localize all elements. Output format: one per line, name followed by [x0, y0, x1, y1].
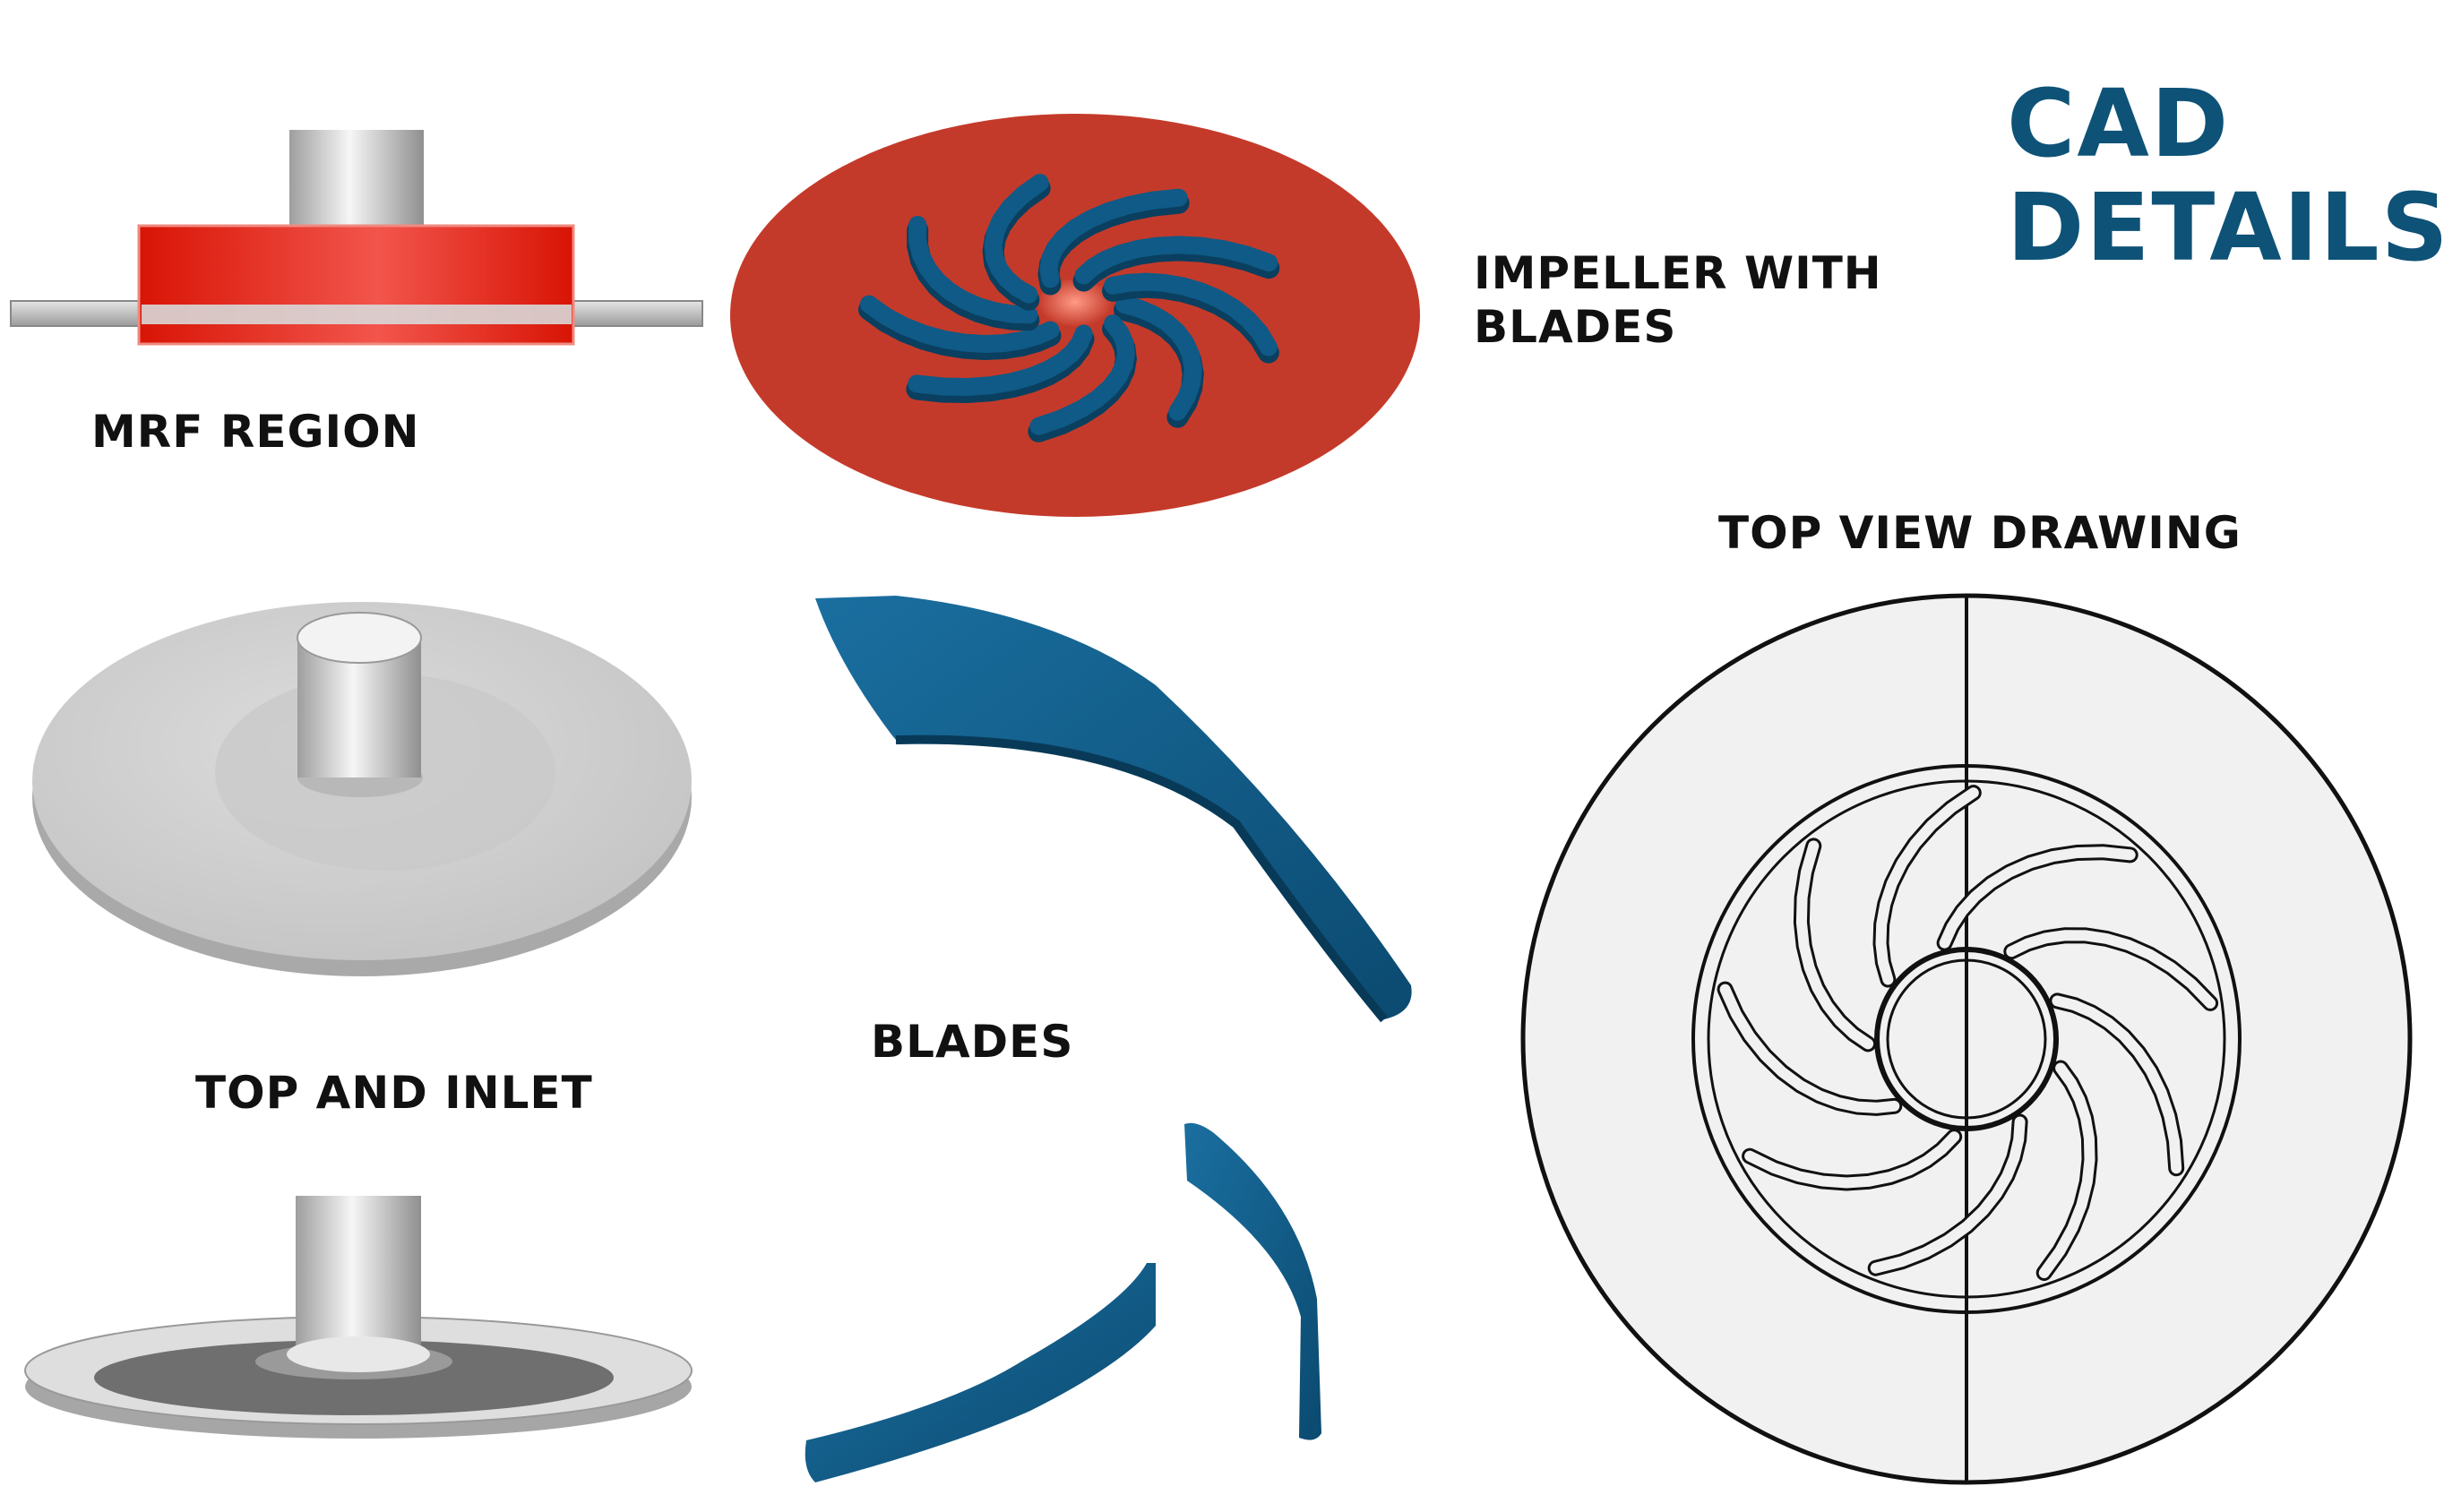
impeller-blade: [1039, 188, 1188, 288]
top-disc-model: [32, 602, 692, 976]
drawing-blade-fill: [1744, 1131, 1960, 1189]
page-title: CAD DETAILS: [2007, 72, 2444, 279]
mrf-shaft: [289, 130, 424, 230]
top-view-drawing: [1520, 593, 2413, 1485]
blade-large-edge: [895, 735, 1388, 1023]
mrf-inner-band: [142, 305, 572, 324]
drawing-blade-fill: [1719, 984, 1900, 1113]
label-top-and-inlet: TOP AND INLET: [195, 1067, 593, 1119]
blade-small-left: [805, 1263, 1156, 1482]
drawing-shroud-inner: [1707, 779, 2226, 1299]
impeller-blade: [1029, 314, 1136, 435]
drawing-blade-fill: [2052, 995, 2182, 1174]
label-impeller-line-1: IMPELLER WITH: [1474, 247, 1882, 299]
drawing-blade-fill: [2038, 1062, 2095, 1278]
blades-model: [805, 596, 1412, 1482]
title-line-1: CAD: [2007, 69, 2231, 178]
impeller-blade: [908, 216, 1038, 324]
title-line-2: DETAILS: [2007, 173, 2444, 282]
label-impeller: IMPELLER WITH BLADES: [1474, 246, 1882, 354]
blade-large: [815, 596, 1412, 1019]
impeller-blade: [1115, 296, 1202, 421]
drawing-blade-fill: [1875, 787, 1979, 985]
mrf-red-zone: [137, 224, 575, 346]
drawing-shroud-outer: [1691, 764, 2242, 1314]
impeller-blades: [858, 174, 1280, 442]
drawing-eye-outer: [1874, 947, 2059, 1131]
top-disc-shaft-top: [297, 612, 422, 664]
impeller-blade: [860, 295, 1060, 354]
impeller-blade: [1104, 272, 1278, 357]
inlet-shaft: [296, 1196, 421, 1355]
label-top-view-drawing: TOP VIEW DRAWING: [1718, 507, 2242, 559]
drawing-blade-fill: [1939, 846, 2136, 949]
impeller-blade: [1074, 236, 1278, 285]
drawing-blade-fill: [1795, 840, 1874, 1050]
label-impeller-line-2: BLADES: [1474, 301, 1677, 353]
inlet-disc-model: [24, 1196, 693, 1439]
drawing-blade-fill: [2006, 930, 2216, 1009]
drawing-eye-inner: [1886, 958, 2047, 1120]
label-blades: BLADES: [871, 1016, 1074, 1068]
label-mrf-region: MRF REGION: [91, 406, 420, 458]
drawing-blade-fill: [1870, 1116, 2026, 1274]
impeller-blade: [908, 324, 1093, 397]
drawing-blades: [1717, 785, 2219, 1281]
mrf-region-model: [10, 130, 703, 346]
blade-small-right: [1184, 1122, 1321, 1440]
impeller-model: [730, 114, 1420, 517]
impeller-blade: [984, 174, 1049, 304]
